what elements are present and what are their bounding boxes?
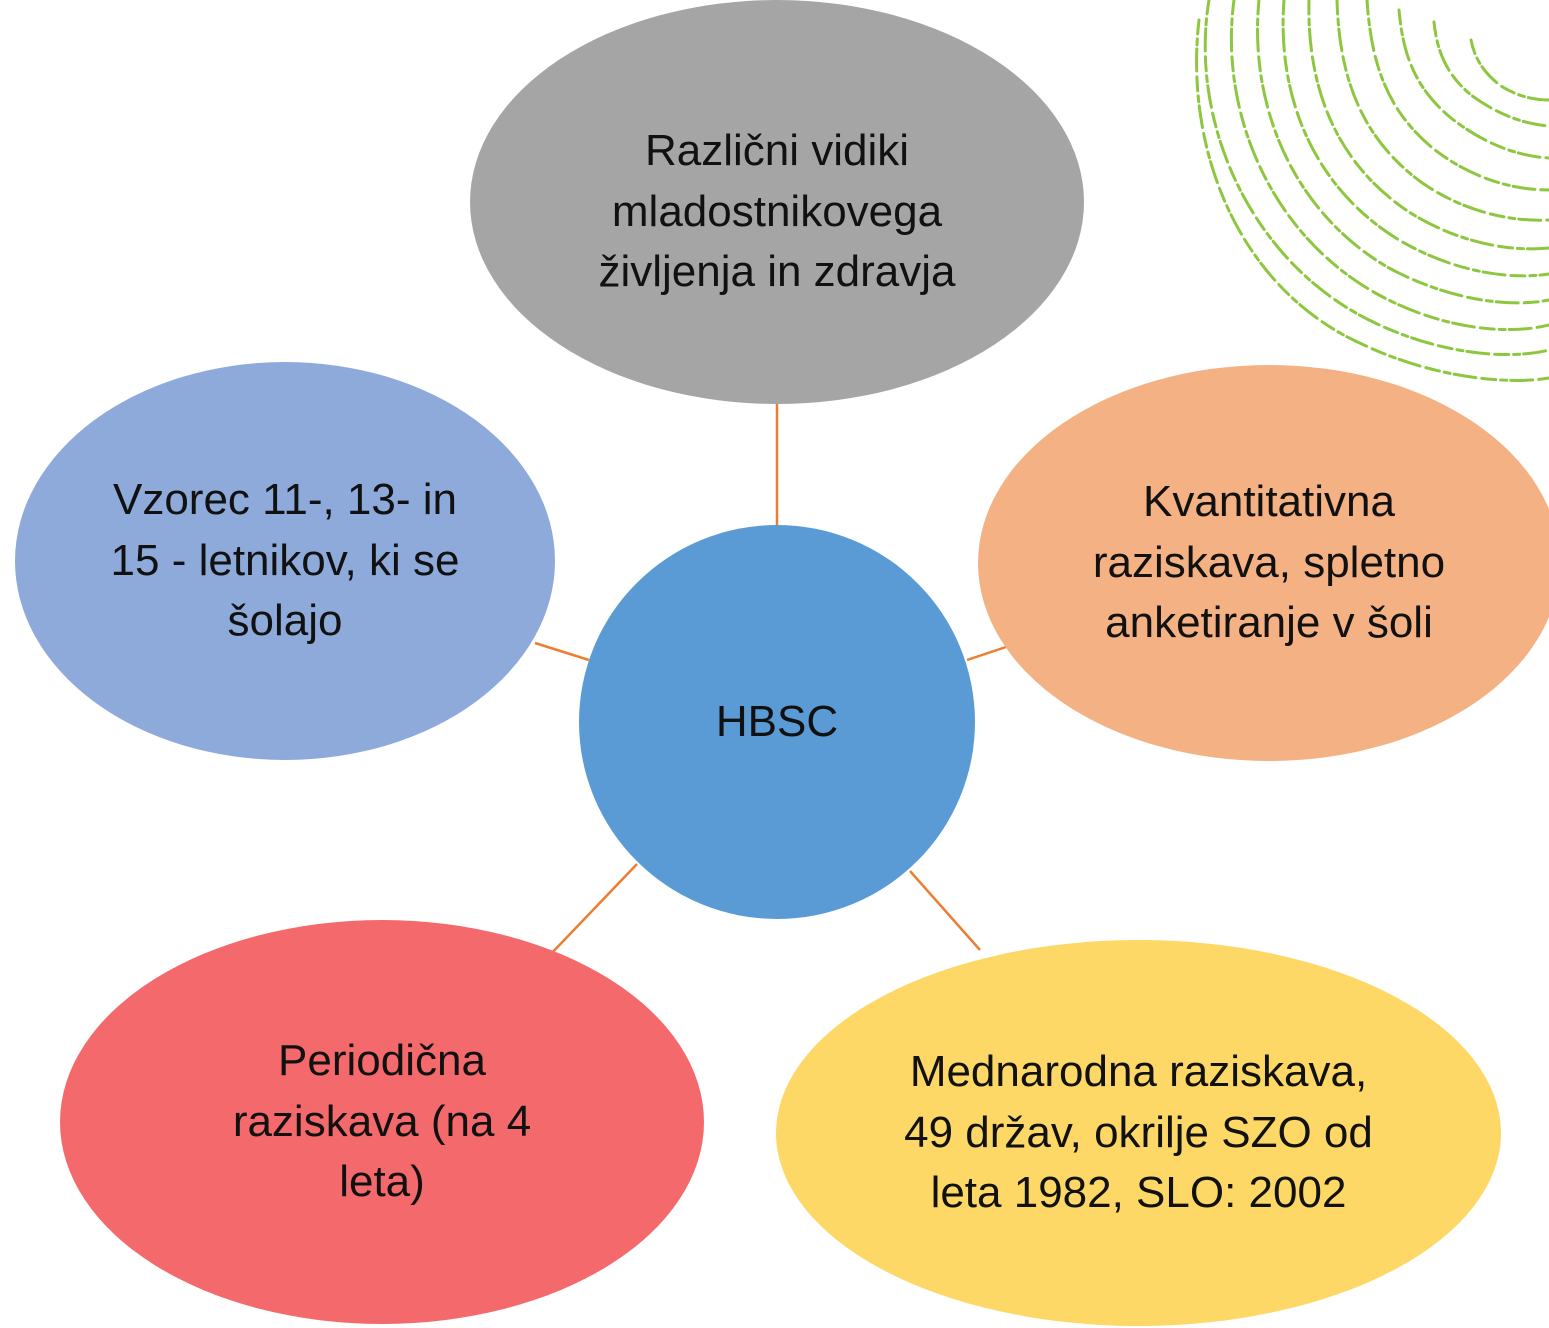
node-top-label: Različni vidiki mladostnikovega življenj… xyxy=(598,125,956,297)
connector-right xyxy=(966,645,1007,662)
connector-bottom-right xyxy=(909,870,981,951)
node-bottom-left-periodic: Periodična raziskava (na 4 leta) xyxy=(60,920,704,1324)
node-left-label: Vzorec 11-, 13- in 15 - letnikov, ki se … xyxy=(110,474,460,646)
node-top-aspects: Različni vidiki mladostnikovega življenj… xyxy=(470,0,1084,404)
node-center-label: HBSC xyxy=(715,696,839,746)
node-bottom-left-label: Periodična raziskava (na 4 leta) xyxy=(232,1035,532,1207)
green-swirl-decoration xyxy=(1195,0,1549,382)
node-bottom-right-international: Mednarodna raziskava, 49 držav, okrilje … xyxy=(776,940,1501,1326)
node-bottom-right-label: Mednarodna raziskava, 49 držav, okrilje … xyxy=(904,1046,1373,1218)
node-center-hbsc: HBSC xyxy=(579,525,975,919)
node-right-label: Kvantitativna raziskava, spletno anketir… xyxy=(1092,476,1446,648)
connector-bottom-left xyxy=(547,863,638,958)
connector-left xyxy=(534,641,590,662)
node-left-sample: Vzorec 11-, 13- in 15 - letnikov, ki se … xyxy=(15,362,555,760)
node-right-method: Kvantitativna raziskava, spletno anketir… xyxy=(978,365,1549,761)
